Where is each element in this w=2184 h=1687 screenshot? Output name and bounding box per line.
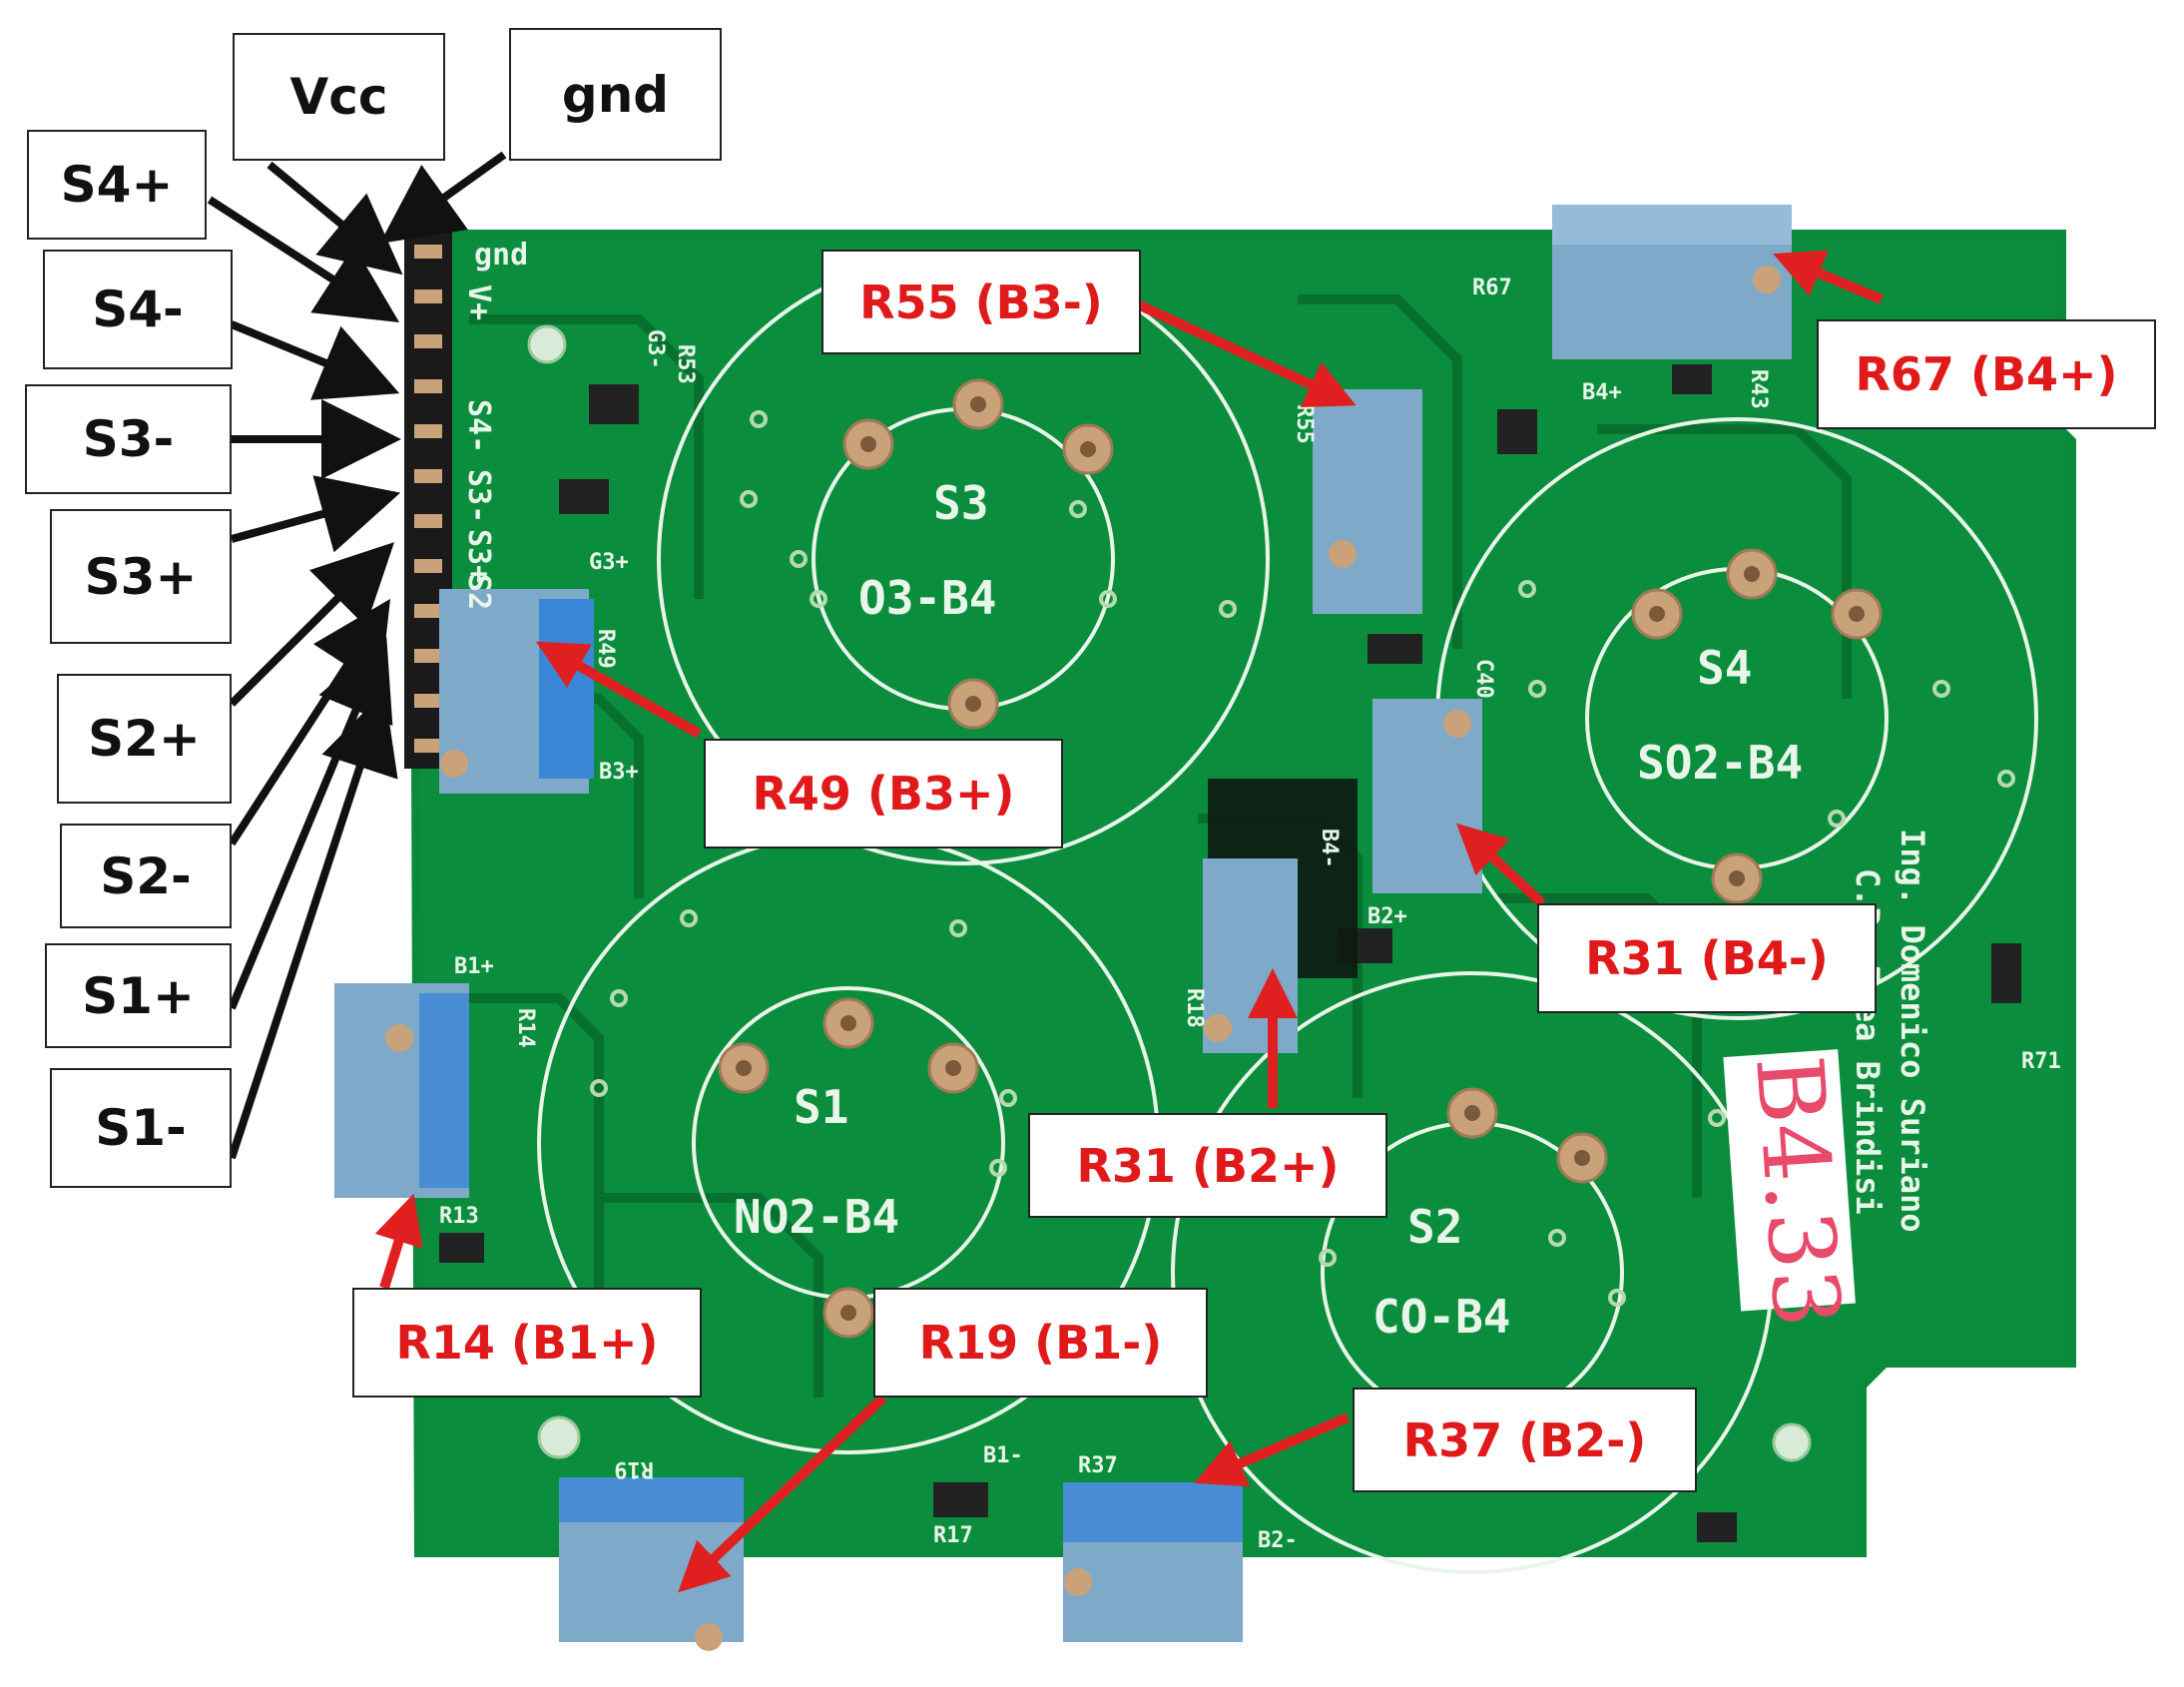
silk-label: R14 bbox=[513, 1008, 538, 1048]
sensor-s4-name: SO2-B4 bbox=[1637, 736, 1803, 790]
resistor-label-r67: R67 (B4+) bbox=[1817, 319, 2156, 429]
smd-component bbox=[589, 384, 639, 424]
silk-label: R37 bbox=[1078, 1453, 1118, 1478]
sensor-s1-id: S1 bbox=[794, 1080, 848, 1134]
connector-label-s2-plus: S2+ bbox=[57, 674, 232, 804]
silk-label: G3- bbox=[643, 329, 668, 369]
resistor-label-r14: R14 (B1+) bbox=[352, 1288, 702, 1398]
smd-component bbox=[1672, 364, 1712, 394]
silk-label: R43 bbox=[1746, 369, 1771, 409]
silk-label: B1+ bbox=[454, 954, 494, 979]
silk-label: B4+ bbox=[1582, 380, 1622, 405]
connector-label-vcc: Vcc bbox=[233, 33, 445, 161]
connector-arrows bbox=[207, 151, 507, 1160]
smd-component bbox=[1367, 634, 1422, 664]
connector-label-s4-plus: S4+ bbox=[27, 130, 207, 240]
header-text: S3- bbox=[461, 469, 496, 523]
trimmer-r55 bbox=[1313, 389, 1422, 614]
smd-component bbox=[1991, 943, 2021, 1003]
header-text: S3+ bbox=[461, 529, 496, 583]
smd-component bbox=[933, 1482, 988, 1517]
credit-line: Ing. Domenico Suriano bbox=[1894, 829, 1931, 1233]
smd-component bbox=[559, 479, 609, 514]
silk-label: B1- bbox=[983, 1443, 1023, 1468]
silk-label: R55 bbox=[1292, 404, 1317, 444]
trimmer-r19 bbox=[559, 1477, 744, 1651]
sensor-s4-id: S4 bbox=[1697, 641, 1752, 695]
resistor-label-r31-b2: R31 (B2+) bbox=[1028, 1113, 1387, 1218]
trimmer-r14 bbox=[334, 983, 469, 1198]
silk-label: B4- bbox=[1317, 829, 1342, 868]
tag-paper bbox=[1723, 1049, 1856, 1312]
silk-label: R67 bbox=[1472, 276, 1512, 300]
silk-label: R53 bbox=[673, 344, 698, 384]
connector-label-gnd: gnd bbox=[509, 28, 722, 161]
silk-label: R17 bbox=[933, 1523, 973, 1548]
trimmer-r67 bbox=[1552, 205, 1792, 359]
resistor-label-r19: R19 (B1-) bbox=[873, 1288, 1208, 1398]
sensor-s1-name: NO2-B4 bbox=[734, 1190, 899, 1244]
silk-label: R19 bbox=[614, 1456, 654, 1481]
silk-label: R71 bbox=[2021, 1049, 2061, 1074]
trimmer-r31-b4 bbox=[1372, 699, 1482, 893]
connector-label-s4-minus: S4- bbox=[43, 250, 233, 369]
connector-label-s3-minus: S3- bbox=[25, 384, 232, 494]
header-text: S4- bbox=[461, 399, 496, 453]
resistor-arrows bbox=[374, 250, 1884, 1593]
mounting-hole bbox=[527, 324, 567, 364]
resistor-label-r55: R55 (B3-) bbox=[821, 250, 1141, 354]
header-text: V+ bbox=[461, 284, 496, 320]
silk-label: G3+ bbox=[589, 550, 629, 575]
silk-label: R18 bbox=[1182, 988, 1207, 1028]
trimmer-r31-b2 bbox=[1203, 858, 1298, 1053]
sensor-s2-id: S2 bbox=[1407, 1200, 1462, 1254]
resistor-label-r49: R49 (B3+) bbox=[704, 739, 1063, 848]
smd-component bbox=[1697, 1512, 1737, 1542]
silk-label: C40 bbox=[1471, 659, 1496, 699]
mounting-hole bbox=[537, 1415, 581, 1459]
connector-label-s1-plus: S1+ bbox=[45, 943, 232, 1048]
silk-label: B2+ bbox=[1367, 904, 1407, 929]
connector-label-s3-plus: S3+ bbox=[50, 509, 232, 644]
silk-label: B2- bbox=[1258, 1528, 1298, 1553]
trimmer-r37 bbox=[1063, 1482, 1243, 1642]
connector-label-s1-minus: S1- bbox=[50, 1068, 232, 1188]
sensor-s2-name: CO-B4 bbox=[1372, 1290, 1510, 1344]
handwritten-tag: B4.33 bbox=[1735, 1052, 1861, 1331]
resistor-label-r31-b4: R31 (B4-) bbox=[1537, 903, 1877, 1013]
silk-label: R49 bbox=[593, 629, 618, 669]
smd-component bbox=[439, 1233, 484, 1263]
header-text: gnd bbox=[474, 238, 528, 273]
silk-label: B3+ bbox=[599, 760, 639, 785]
silk-label: R13 bbox=[439, 1204, 479, 1229]
resistor-label-r37: R37 (B2-) bbox=[1353, 1388, 1697, 1492]
connector-label-s2-minus: S2- bbox=[60, 824, 232, 928]
sensor-s3-id: S3 bbox=[933, 476, 988, 530]
trimmer-r49 bbox=[439, 589, 594, 794]
sensor-s3-name: O3-B4 bbox=[858, 571, 996, 625]
mounting-hole bbox=[1772, 1422, 1812, 1462]
header-text: S2 bbox=[461, 574, 496, 610]
smd-component bbox=[1497, 409, 1537, 454]
